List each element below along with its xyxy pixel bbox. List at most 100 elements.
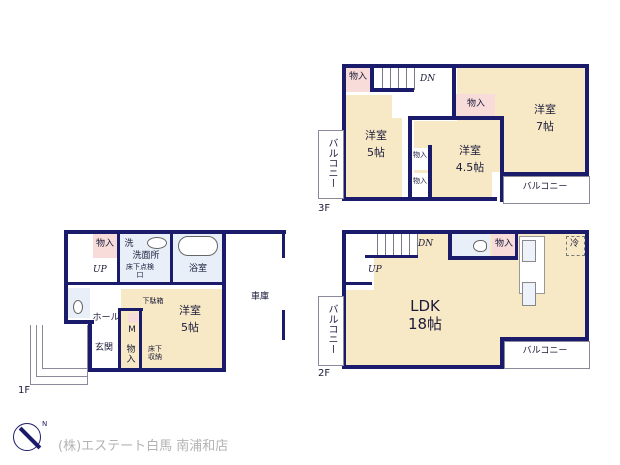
closet-3f-d [411,173,429,197]
wall [408,116,412,200]
wall [503,172,589,176]
wall [342,64,589,68]
balcony-3f-west [318,130,344,199]
wall [282,230,285,258]
sink-icon [522,282,536,306]
floor-label: 3F [318,203,331,214]
fridge-space [566,236,585,256]
room-size: 18帖 [407,315,443,333]
entrance-label: 玄関 [94,343,113,353]
bathroom-label: 浴室 [188,264,207,274]
meter-label: M [128,325,136,335]
room-name: 洋室 [365,129,387,142]
closet-3f-c [411,148,429,170]
underfloor-label: 床下収納 [148,345,162,361]
closet-3f-b [455,94,495,116]
company-name: (株)エステート白馬 南浦和店 [58,439,229,454]
closet-label: 物入 [466,99,485,109]
inspection-label: 床下点検口 [126,263,154,279]
wall [64,282,224,285]
balcony-label: バルコニー [326,304,337,354]
room-1f-western-5 [121,289,224,371]
wall [342,365,504,369]
wall [117,230,120,282]
bathtub-icon [178,236,218,256]
balcony-3f-south [503,176,590,204]
wall [515,230,518,260]
wall [64,230,68,324]
compass-needle [18,426,42,450]
wall [118,308,143,311]
wall [365,255,418,258]
compass-north-label: N [42,420,48,428]
washer-label: 洗 [124,239,134,249]
wall [342,64,346,201]
wall [342,230,589,234]
floor-label: 1F [18,385,31,396]
closet-label: 物入 [413,151,427,159]
wall [282,310,285,340]
stairs-up-label: UP [93,265,107,275]
entrance-step [42,325,88,369]
room-name: 洋室 [179,304,201,317]
room-size: 5帖 [367,146,385,159]
wall [222,230,226,372]
closet-2f [492,234,516,258]
hall-label: ホール [92,313,120,323]
wall [64,320,94,324]
stairs-dn-label: DN [420,74,436,84]
stairs-dn-label: DN [418,239,434,249]
balcony-label: バルコニー [326,138,337,188]
balcony-label: バルコニー [522,182,568,192]
wall [448,256,518,260]
balcony-2f-south [504,341,590,369]
balcony-label: バルコニー [522,346,568,356]
balcony-2f-west [318,296,344,366]
wall [346,282,372,285]
closet-label: 物入 [494,239,513,249]
stairs-3f [375,68,420,90]
wall [500,337,589,341]
sink-icon [147,237,167,249]
toilet-icon [473,240,487,252]
wall [370,64,374,92]
wall [585,64,589,176]
wall [118,310,121,372]
compass-icon: N [13,420,47,451]
room-name: LDK [410,297,440,315]
room-3f-western-7 [457,68,585,172]
closet-label: 物入 [348,72,367,82]
wall [342,197,497,201]
stairs-up-label: UP [368,265,382,275]
wall [448,230,452,260]
fridge-label: 冷 [569,239,579,249]
wall [342,230,346,369]
stove-icon [522,240,536,262]
toilet-icon [73,300,83,314]
shoe-box [128,313,138,323]
room-size: 4.5帖 [455,161,485,174]
closet-1f-top [93,234,117,258]
wall [585,230,589,341]
garage-label: 車庫 [250,292,269,302]
wall [500,116,504,202]
shoe-box-label: 下駄箱 [142,297,164,305]
stairs-area-2f [346,234,374,290]
room-name: 洋室 [534,103,556,116]
wall [370,88,414,92]
closet-label: 物入 [95,239,114,249]
wall [139,308,142,370]
floor-label: 2F [318,368,331,379]
wall [88,320,92,372]
wall [64,230,286,234]
room-size: 7帖 [536,120,554,133]
room-name: 洋室 [459,144,481,157]
closet-label: 物入 [413,177,427,185]
washroom-label: 洗面所 [132,251,160,261]
wall [88,368,226,372]
wall [452,64,456,116]
room-size: 5帖 [181,321,199,334]
closet-3f-a [345,68,370,92]
wall [170,230,173,284]
wall [428,145,432,199]
